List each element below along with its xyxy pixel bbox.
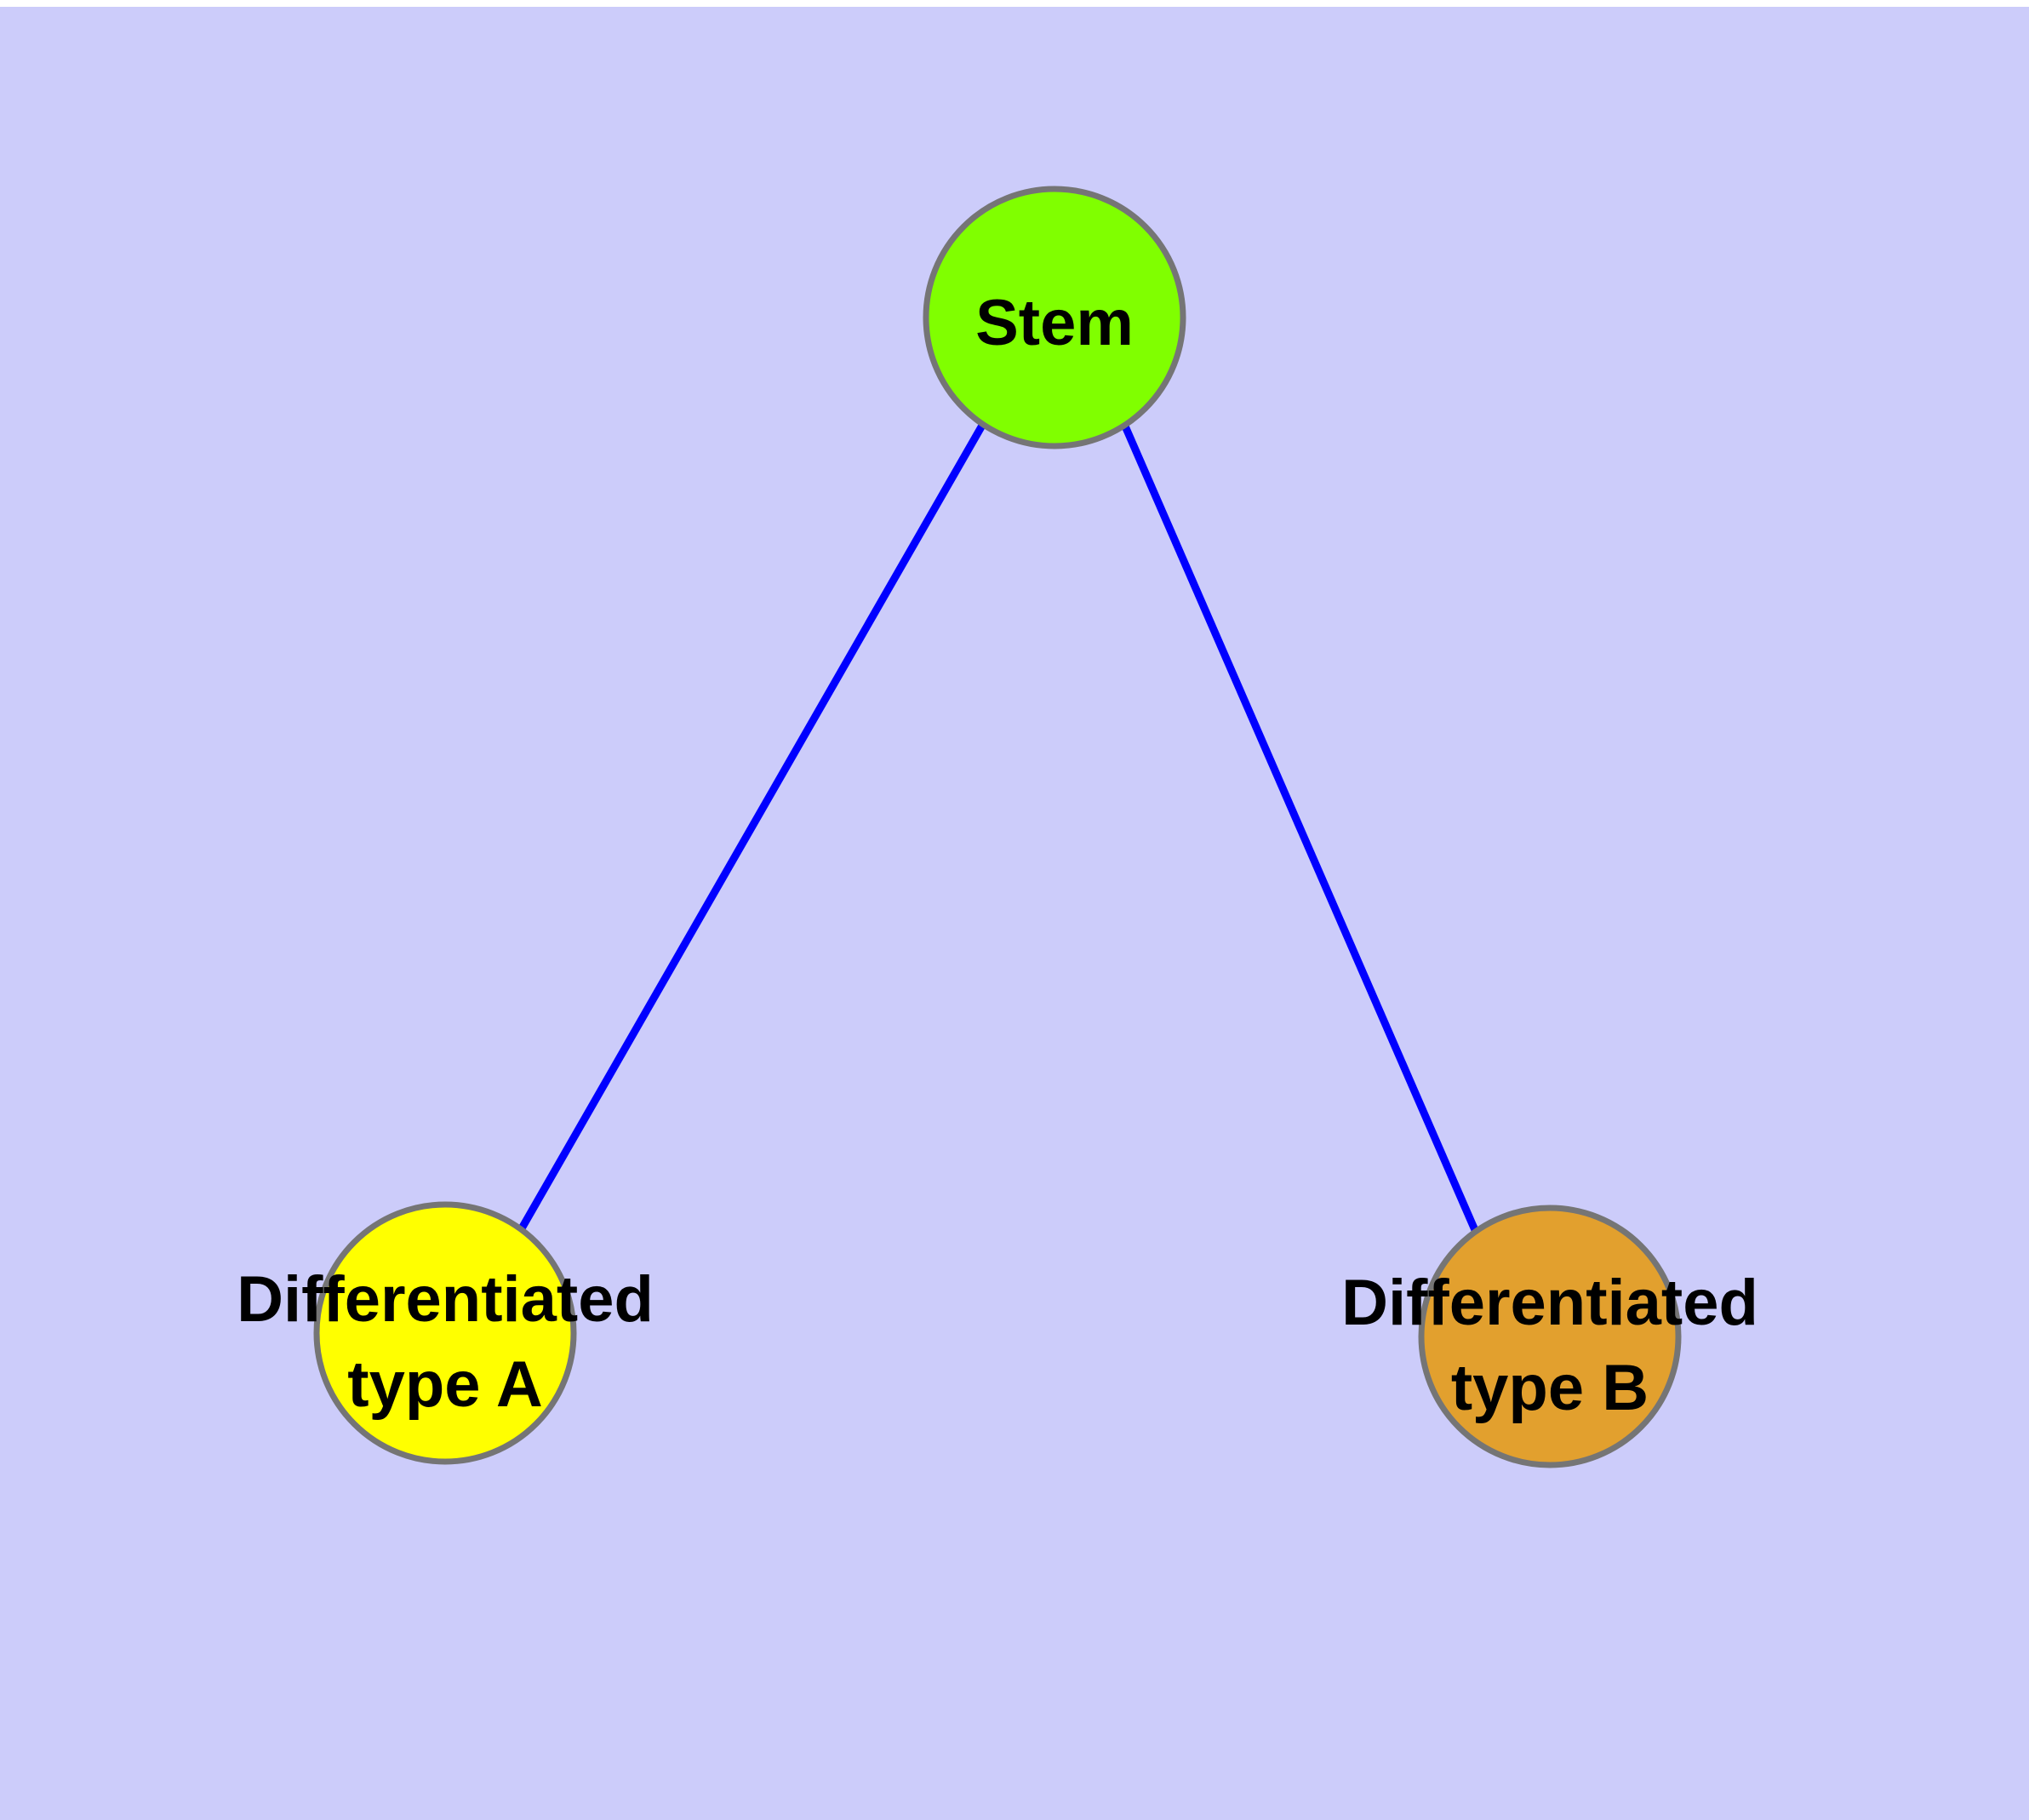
node-differentiated-type-a-circle[interactable]	[313, 1201, 577, 1465]
node-stem-label-line-1: Stem	[975, 287, 1134, 359]
node-differentiated-type-a-label-line-2: type A	[347, 1348, 542, 1421]
node-differentiated-type-b-circle[interactable]	[1418, 1205, 1682, 1468]
node-differentiated-type-b-label-line-1: Differentiated	[1341, 1267, 1758, 1339]
node-differentiated-type-a[interactable]: Differentiated type A	[237, 1201, 654, 1465]
edge-stem-to-differentiated-type-a[interactable]	[518, 421, 986, 1231]
node-stem-circle[interactable]	[923, 186, 1186, 449]
node-differentiated-type-b[interactable]: Differentiated type B	[1341, 1205, 1758, 1468]
nodes-layer: Stem Differentiated type A Differentiate…	[237, 186, 1758, 1468]
node-differentiated-type-a-label-line-1: Differentiated	[237, 1263, 654, 1336]
edges-layer	[518, 421, 1479, 1232]
node-stem[interactable]: Stem	[923, 186, 1186, 449]
node-differentiated-type-b-label-line-2: type B	[1451, 1352, 1649, 1424]
edge-stem-to-differentiated-type-b[interactable]	[1119, 421, 1479, 1232]
